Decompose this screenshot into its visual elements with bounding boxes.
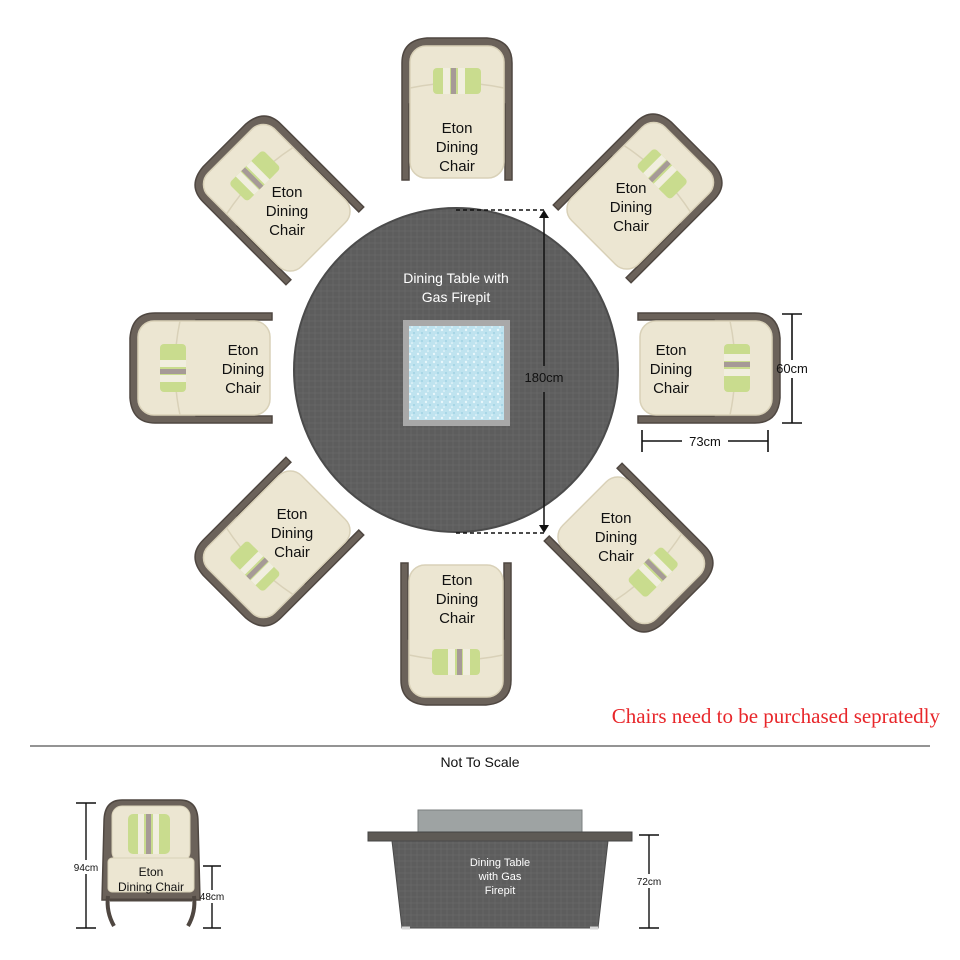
chair-label-word: Eton: [228, 342, 259, 359]
chair-height-label: 94cm: [74, 863, 98, 874]
chair-label-word: Eton: [277, 506, 308, 523]
chair-label-word: Eton: [616, 180, 647, 197]
chair-label-bottom: Eton Dining Chair: [436, 572, 479, 627]
chair-label-word: Chair: [439, 610, 475, 627]
chair-label-top: Eton Dining Chair: [436, 120, 479, 175]
chair-label-word: Dining: [436, 139, 479, 156]
table-elevation: [367, 809, 633, 930]
chair-depth-label: 60cm: [776, 361, 808, 376]
chair-label-word: Eton: [442, 572, 473, 589]
chair-label-word: Dining: [650, 361, 693, 378]
chair-label-right: Eton Dining Chair: [650, 342, 693, 397]
chair-label-word: Chair: [439, 158, 475, 175]
chair-label-bottom-left: Eton Dining Chair: [271, 506, 314, 561]
table-height-label: 72cm: [637, 877, 661, 888]
chair-label-word: Dining: [222, 361, 265, 378]
chair-labels: Eton Dining Chair Eton Dining Chair Eton…: [222, 120, 693, 627]
elevation-chair-label-line1: Eton: [139, 865, 164, 879]
elevation-table-label-line2: with Gas: [478, 871, 522, 883]
chair-elevation: [101, 799, 201, 927]
chair-label-word: Chair: [269, 222, 305, 239]
chair-width-label: 73cm: [689, 434, 721, 449]
diameter-dimension: [456, 209, 549, 534]
not-to-scale-label: Not To Scale: [440, 754, 520, 770]
elevation-table-label-line3: Firepit: [485, 885, 516, 897]
chair-label-word: Eton: [656, 342, 687, 359]
purchase-note: Chairs need to be purchased sepratedly: [611, 704, 940, 728]
chair-label-word: Dining: [610, 199, 653, 216]
chair-label-bottom-right: Eton Dining Chair: [595, 510, 638, 565]
chair-label-word: Chair: [598, 548, 634, 565]
chair-label-word: Dining: [436, 591, 479, 608]
chair-label-word: Eton: [272, 184, 303, 201]
table-label-line2: Gas Firepit: [422, 289, 491, 305]
seat-height-label: 48cm: [200, 892, 224, 903]
firepit-glass: [409, 326, 504, 420]
elevation-chair-label-line2: Dining Chair: [118, 880, 184, 894]
chair-depth-dimension: [782, 313, 802, 424]
chair-label-word: Chair: [274, 544, 310, 561]
chair-label-word: Eton: [442, 120, 473, 137]
seat-height-dimension: [203, 865, 221, 929]
chair-label-left: Eton Dining Chair: [222, 342, 265, 397]
chair-label-word: Chair: [225, 380, 261, 397]
table-label-line1: Dining Table with: [403, 270, 509, 286]
chair-width-dimension: [641, 430, 769, 452]
diameter-label: 180cm: [524, 370, 563, 385]
chair-label-word: Dining: [595, 529, 638, 546]
table-height-dimension: [639, 834, 659, 929]
chair-label-word: Dining: [266, 203, 309, 220]
elevation-table-label-line1: Dining Table: [470, 857, 530, 869]
chair-height-dimension: [76, 802, 96, 929]
chair-label-word: Chair: [613, 218, 649, 235]
chair-label-top-left: Eton Dining Chair: [266, 184, 309, 239]
chair-label-word: Eton: [601, 510, 632, 527]
chair-label-word: Dining: [271, 525, 314, 542]
chair-label-word: Chair: [653, 380, 689, 397]
chair-label-top-right: Eton Dining Chair: [610, 180, 653, 235]
